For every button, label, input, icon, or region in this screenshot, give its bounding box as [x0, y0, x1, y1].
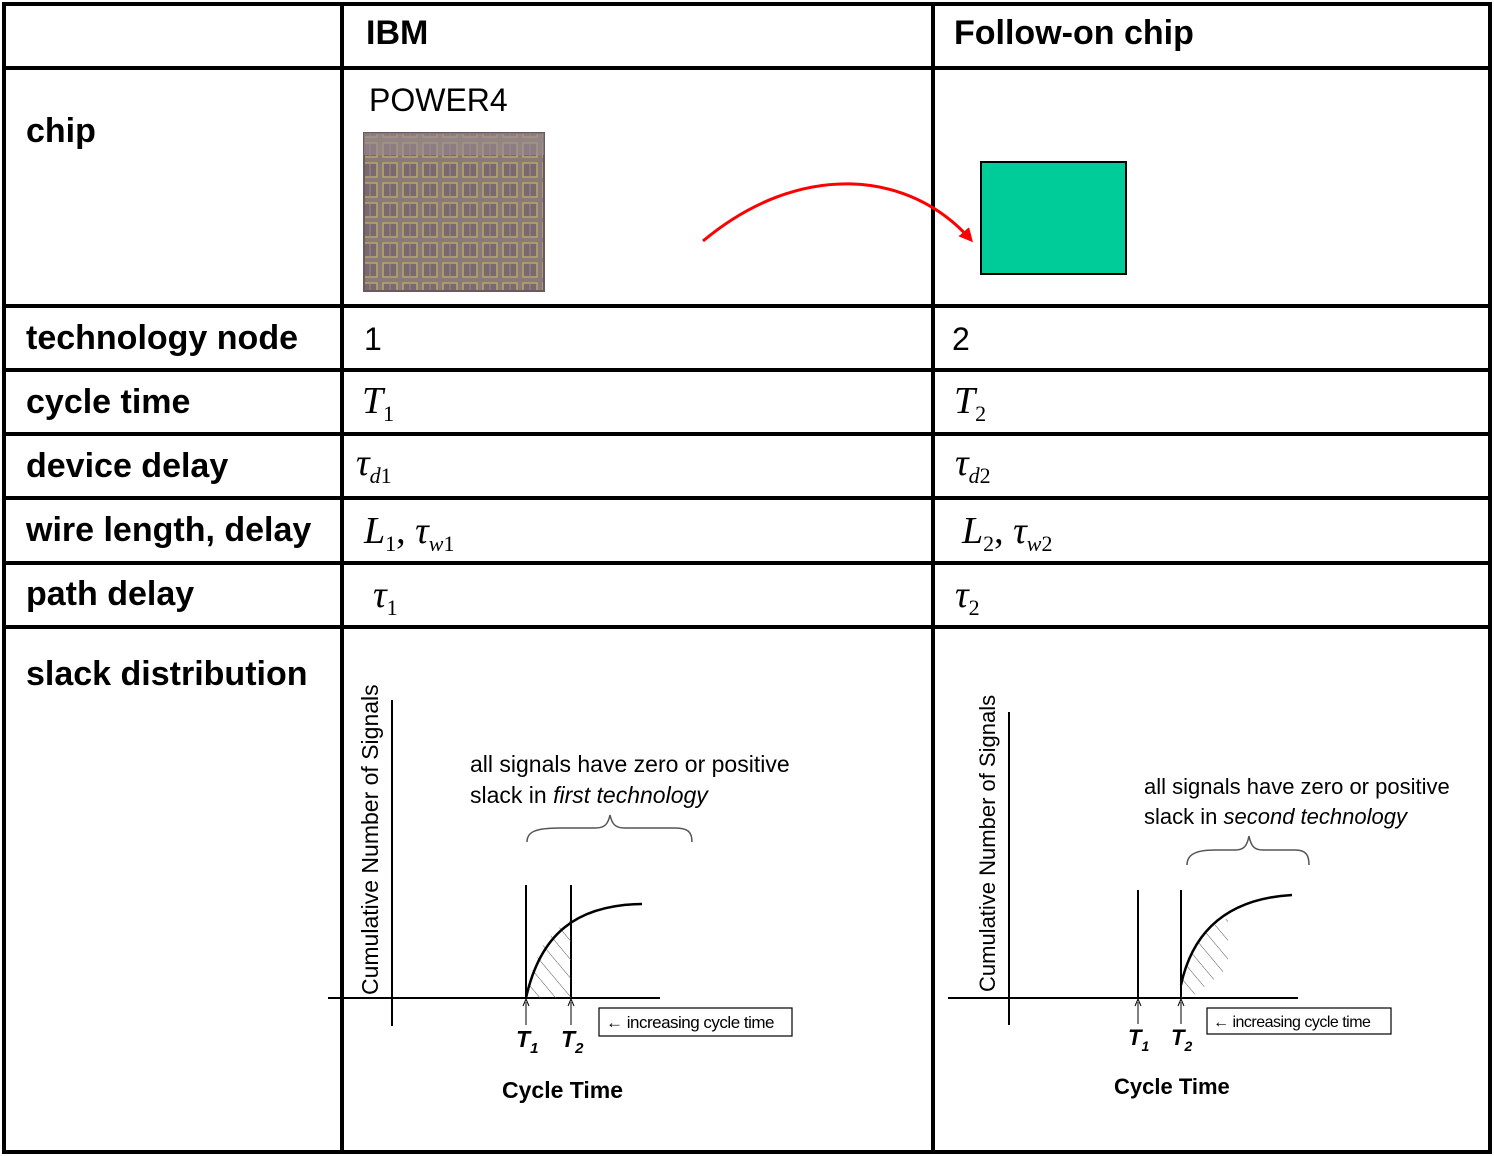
annotation-line2: slack in second technology [1144, 804, 1409, 829]
row-label-path-delay: path delay [26, 575, 195, 613]
annotation-line1: all signals have zero or positive [1144, 774, 1450, 799]
legend-text: ← increasing cycle time [1213, 1014, 1371, 1031]
column-header-followon: Follow-on chip [954, 14, 1194, 52]
slack-hatch [1181, 918, 1228, 998]
legend-box [1206, 1007, 1392, 1035]
tech-node-ibm: 1 [364, 321, 382, 357]
t2-label: T2 [1171, 1025, 1192, 1054]
legend-box [598, 1007, 793, 1037]
row-label-wire: wire length, delay [26, 511, 312, 549]
slack-curve [1179, 893, 1293, 986]
column-header-ibm: IBM [366, 14, 429, 52]
annotation-brace [1186, 835, 1310, 866]
device-delay-followon: τd2 [955, 442, 991, 488]
slack-curve [524, 902, 643, 999]
annotation-brace [526, 814, 693, 843]
x-axis-label: Cycle Time [1114, 1074, 1230, 1099]
row-label-technology-node: technology node [26, 319, 298, 357]
row-label-cycle-time: cycle time [26, 383, 191, 421]
wire-ibm: L1, τw1 [364, 510, 455, 556]
x-axis-label: Cycle Time [502, 1077, 623, 1103]
t1-label: T1 [516, 1026, 538, 1057]
cycle-time-ibm: T1 [362, 380, 395, 426]
annotation-line1: all signals have zero or positive [470, 751, 790, 777]
power4-die-image [363, 132, 545, 292]
wire-followon: L2, τw2 [962, 510, 1053, 556]
path-delay-ibm: τ1 [373, 574, 398, 620]
annotation-line2: slack in first technology [470, 782, 709, 808]
row-label-slack: slack distribution [26, 655, 308, 693]
path-delay-followon: τ2 [955, 574, 980, 620]
slack-hatch [526, 920, 571, 998]
chip-name-power4: POWER4 [369, 82, 508, 118]
tech-node-followon: 2 [952, 321, 970, 357]
device-delay-ibm: τd1 [356, 442, 392, 488]
legend-text: ← increasing cycle time [606, 1013, 774, 1032]
slack-chart-followon: ← increasing cycle time Cumulative Numbe… [948, 695, 1450, 1099]
followon-chip-box [980, 161, 1127, 275]
t2-label: T2 [561, 1026, 584, 1057]
t1-label: T1 [1128, 1025, 1149, 1054]
y-axis-label: Cumulative Number of Signals [975, 695, 1000, 992]
scaling-arrow [702, 182, 973, 243]
cycle-time-followon: T2 [954, 380, 987, 426]
row-label-device-delay: device delay [26, 447, 229, 485]
y-axis-label: Cumulative Number of Signals [357, 684, 383, 995]
row-label-chip: chip [26, 112, 96, 150]
slack-chart-ibm: ← increasing cycle time Cumulative Numbe… [328, 684, 793, 1103]
